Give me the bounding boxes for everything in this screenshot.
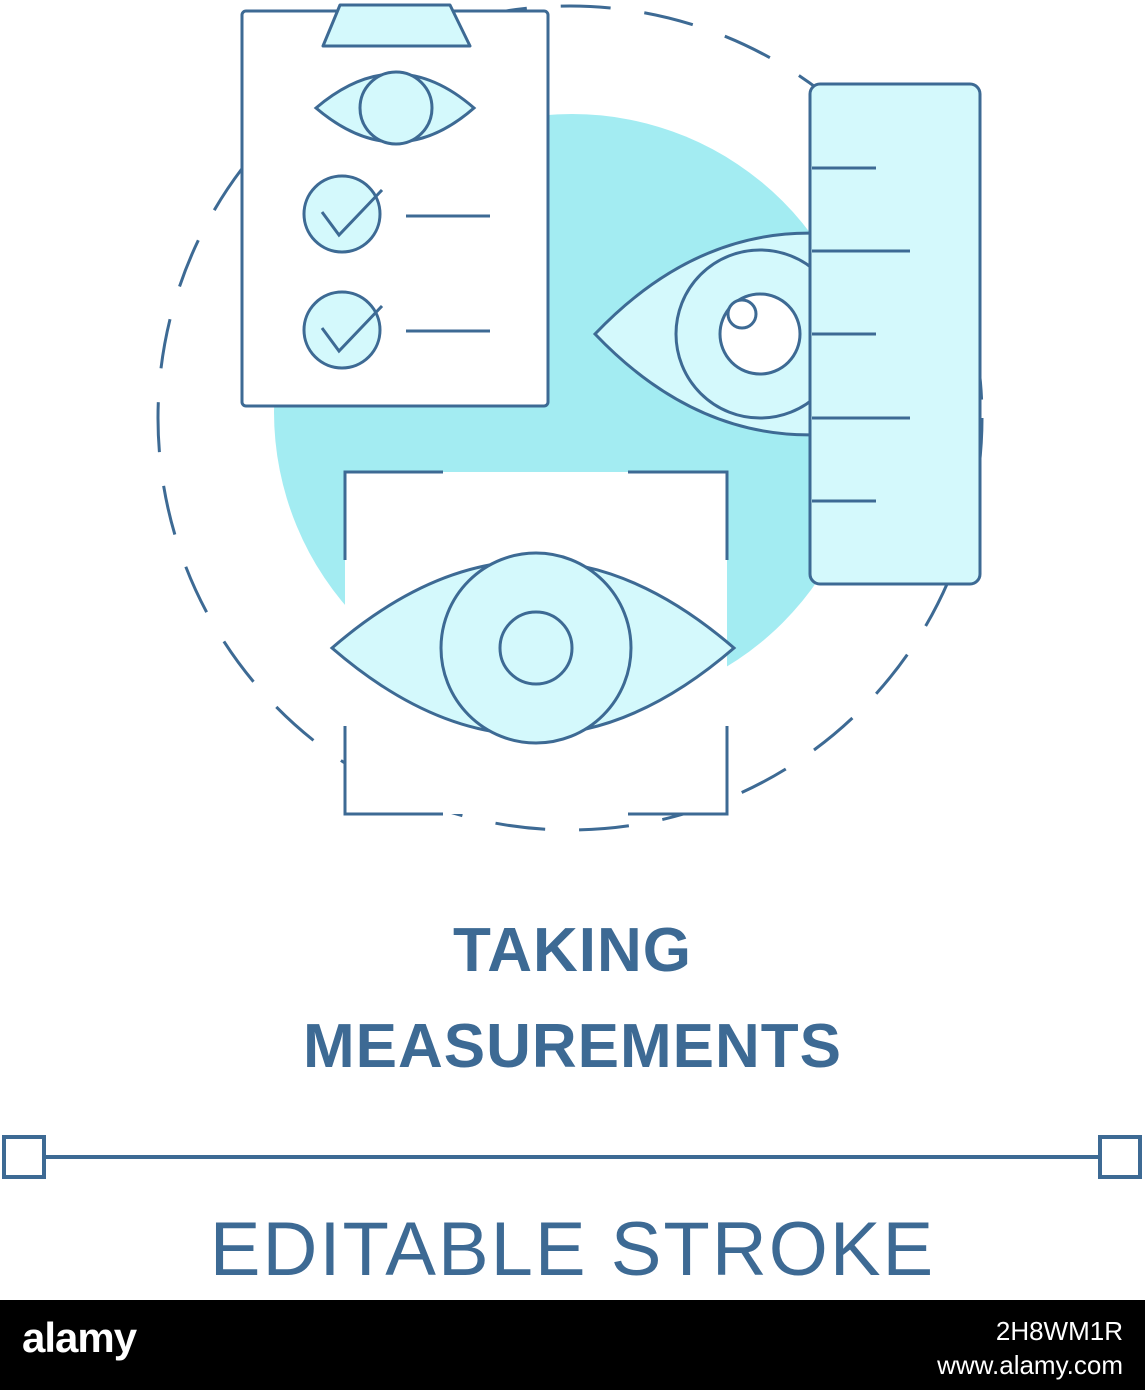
site-url: www.alamy.com bbox=[937, 1350, 1123, 1380]
checkmark-icon bbox=[302, 174, 384, 254]
eye-icon bbox=[329, 551, 737, 745]
title-line-2: MEASUREMENTS bbox=[302, 1012, 843, 1081]
title-line-1: TAKING bbox=[452, 916, 693, 985]
clipboard-icon bbox=[240, 3, 550, 408]
image-id: 2H8WM1R bbox=[995, 1316, 1123, 1346]
scan-frame-icon bbox=[329, 470, 737, 816]
footer-bar: alamy 2H8WM1R www.alamy.com bbox=[0, 1300, 1145, 1390]
taking-measurements-illustration bbox=[2, 3, 1142, 1179]
checkmark-icon bbox=[302, 290, 384, 370]
dashed-circle bbox=[156, 4, 984, 832]
editable-stroke-caption: EDITABLE STROKE bbox=[209, 1207, 936, 1292]
editable-stroke-handle bbox=[2, 1135, 1142, 1179]
alamy-logo: alamy bbox=[22, 1314, 137, 1361]
footer-meta: 2H8WM1R www.alamy.com bbox=[937, 1314, 1123, 1382]
eye-icon bbox=[313, 70, 477, 146]
ruler-icon bbox=[808, 82, 982, 586]
